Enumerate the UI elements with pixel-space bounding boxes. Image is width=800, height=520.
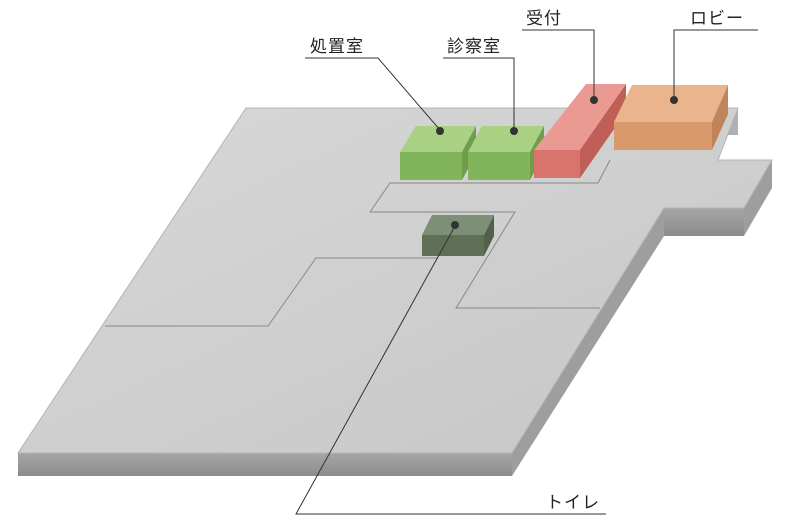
floor-guide-left-zone [105, 257, 438, 327]
room-treatment-top [400, 126, 476, 152]
room-reception-side [580, 84, 626, 178]
leader-line-reception [522, 29, 595, 98]
floor-right-face [512, 208, 664, 476]
room-lobby-side [712, 85, 728, 150]
room-label-reception: 受付 [526, 9, 562, 29]
room-block-exam[interactable] [468, 126, 544, 180]
floor-front-face [18, 453, 512, 476]
floor-top [17, 107, 773, 454]
room-treatment-front [400, 152, 462, 180]
leader-lobby [670, 29, 758, 104]
room-exam-front [468, 152, 530, 180]
room-toilet-front [422, 235, 484, 256]
floor-slab [17, 107, 773, 476]
leader-line-exam [443, 57, 515, 130]
leader-line-toilet [295, 225, 606, 515]
leader-exam [443, 57, 518, 135]
floor-guide-corridor [369, 159, 611, 213]
room-block-lobby[interactable] [614, 85, 728, 150]
leader-dot-reception [590, 96, 598, 104]
floor-notch-front-face [664, 208, 744, 236]
floor-notch-right-face [744, 160, 772, 236]
room-label-exam: 診察室 [447, 37, 501, 57]
floor-guide-corridor-lower [370, 211, 600, 309]
room-reception-front [534, 150, 580, 178]
room-exam-top [468, 126, 544, 152]
leader-reception [522, 29, 598, 104]
room-label-toilet: トイレ [546, 493, 600, 513]
room-block-toilet[interactable] [422, 215, 494, 256]
room-label-treatment: 処置室 [310, 37, 364, 57]
leader-dot-toilet [451, 221, 459, 229]
leader-toilet [295, 221, 606, 515]
room-toilet-side [484, 215, 494, 256]
leader-line-lobby [673, 29, 758, 98]
room-label-lobby: ロビー [690, 9, 744, 29]
room-lobby-front [614, 122, 712, 150]
leader-dot-lobby [670, 96, 678, 104]
leader-dot-treatment [436, 127, 444, 135]
room-lobby-top [614, 85, 728, 122]
room-block-reception[interactable] [534, 84, 626, 178]
leader-line-treatment [305, 57, 441, 131]
room-reception-top [534, 84, 626, 150]
leader-treatment [305, 57, 444, 135]
leader-dot-exam [510, 127, 518, 135]
